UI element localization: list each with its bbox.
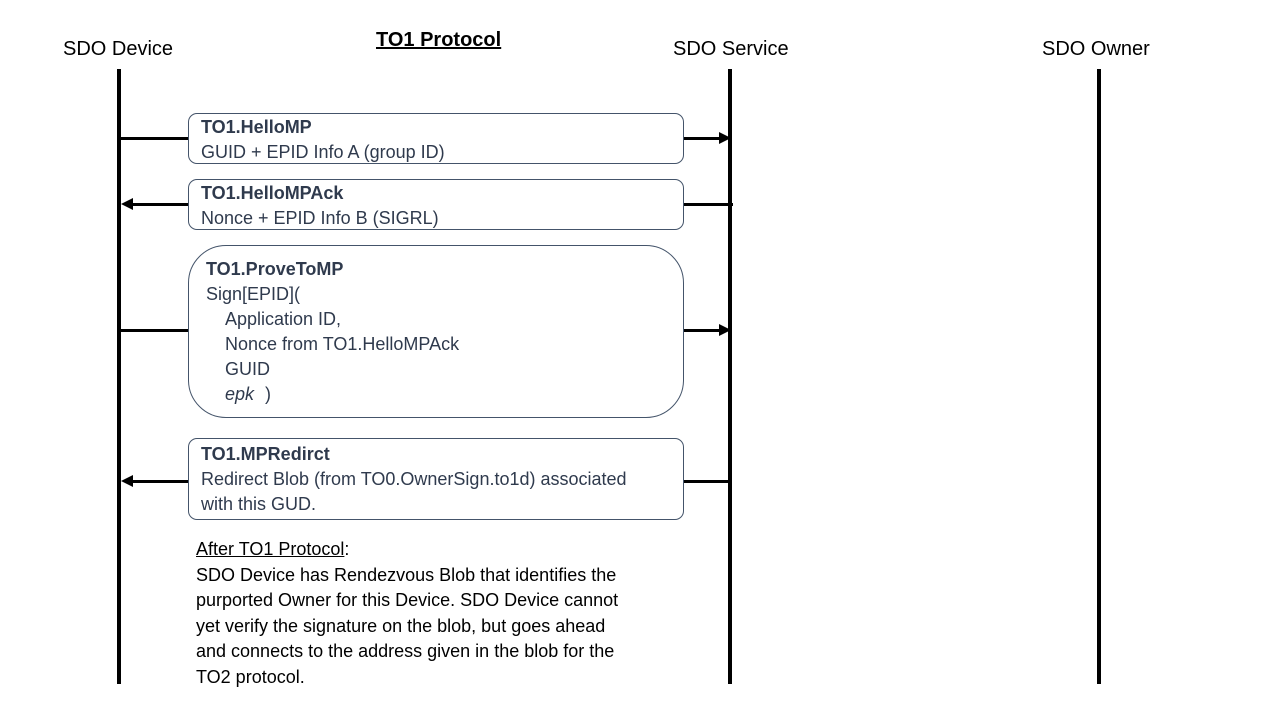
message-title: TO1.HelloMPAck <box>201 183 344 203</box>
note-heading-line: After TO1 Protocol: <box>196 537 618 563</box>
arrowhead-left-icon <box>121 475 133 487</box>
arrowhead-right-icon <box>719 132 731 144</box>
arrow-hellomp-left-segment <box>121 137 189 140</box>
arrow-provetomp-left-segment <box>121 329 189 332</box>
message-line-close-paren: ) <box>265 384 272 404</box>
arrow-hellompack-left-segment <box>132 203 189 206</box>
arrow-provetomp-right-segment <box>683 329 719 332</box>
arrow-hellompack-right-segment <box>683 203 733 206</box>
arrow-mpredirct-right-segment <box>683 480 729 483</box>
lifeline-service <box>728 69 732 684</box>
actor-sdo-device: SDO Device <box>63 38 174 60</box>
lifeline-device <box>117 69 121 684</box>
message-line: GUID + EPID Info A (group ID) <box>201 142 445 162</box>
note-line: and connects to the address given in the… <box>196 641 615 661</box>
message-box-hellompack: TO1.HelloMPAck Nonce + EPID Info B (SIGR… <box>188 179 684 230</box>
message-title: TO1.ProveToMP <box>206 259 344 279</box>
message-line: GUID <box>225 359 270 379</box>
message-line-epk-text: epk <box>225 384 255 404</box>
arrowhead-left-icon <box>121 198 133 210</box>
note-heading: After TO1 Protocol <box>196 539 345 559</box>
note-heading-suffix: : <box>344 539 350 559</box>
note-line: TO2 protocol. <box>196 666 305 687</box>
message-line-epk: epk) <box>206 382 683 407</box>
message-line: Redirect Blob (from TO0.OwnerSign.to1d) … <box>201 469 627 489</box>
actor-sdo-service: SDO Service <box>673 38 789 60</box>
arrow-mpredirct-left-segment <box>132 480 189 483</box>
arrowhead-right-icon <box>719 324 731 336</box>
message-box-mpredirct: TO1.MPRedirct Redirect Blob (from TO0.Ow… <box>188 438 684 520</box>
message-box-hellomp: TO1.HelloMP GUID + EPID Info A (group ID… <box>188 113 684 164</box>
message-line: Sign[EPID]( <box>206 284 301 304</box>
message-title: TO1.HelloMP <box>201 117 312 137</box>
note-line: yet verify the signature on the blob, bu… <box>196 615 606 636</box>
note-line: purported Owner for this Device. SDO Dev… <box>196 590 619 610</box>
after-protocol-note: After TO1 Protocol: SDO Device has Rende… <box>196 537 618 690</box>
diagram-title: TO1 Protocol <box>376 29 502 51</box>
note-line: SDO Device has Rendezvous Blob that iden… <box>196 564 617 585</box>
message-line: Application ID, <box>225 309 342 329</box>
message-line: Nonce + EPID Info B (SIGRL) <box>201 208 439 228</box>
arrow-hellomp-right-segment <box>683 137 719 140</box>
lifeline-owner <box>1097 69 1101 684</box>
actor-sdo-owner: SDO Owner <box>1042 38 1150 60</box>
message-box-provetomp: TO1.ProveToMP Sign[EPID]( Application ID… <box>188 245 684 418</box>
message-title: TO1.MPRedirct <box>201 444 330 464</box>
message-line: with this GUD. <box>201 494 317 514</box>
message-line: Nonce from TO1.HelloMPAck <box>225 334 460 354</box>
